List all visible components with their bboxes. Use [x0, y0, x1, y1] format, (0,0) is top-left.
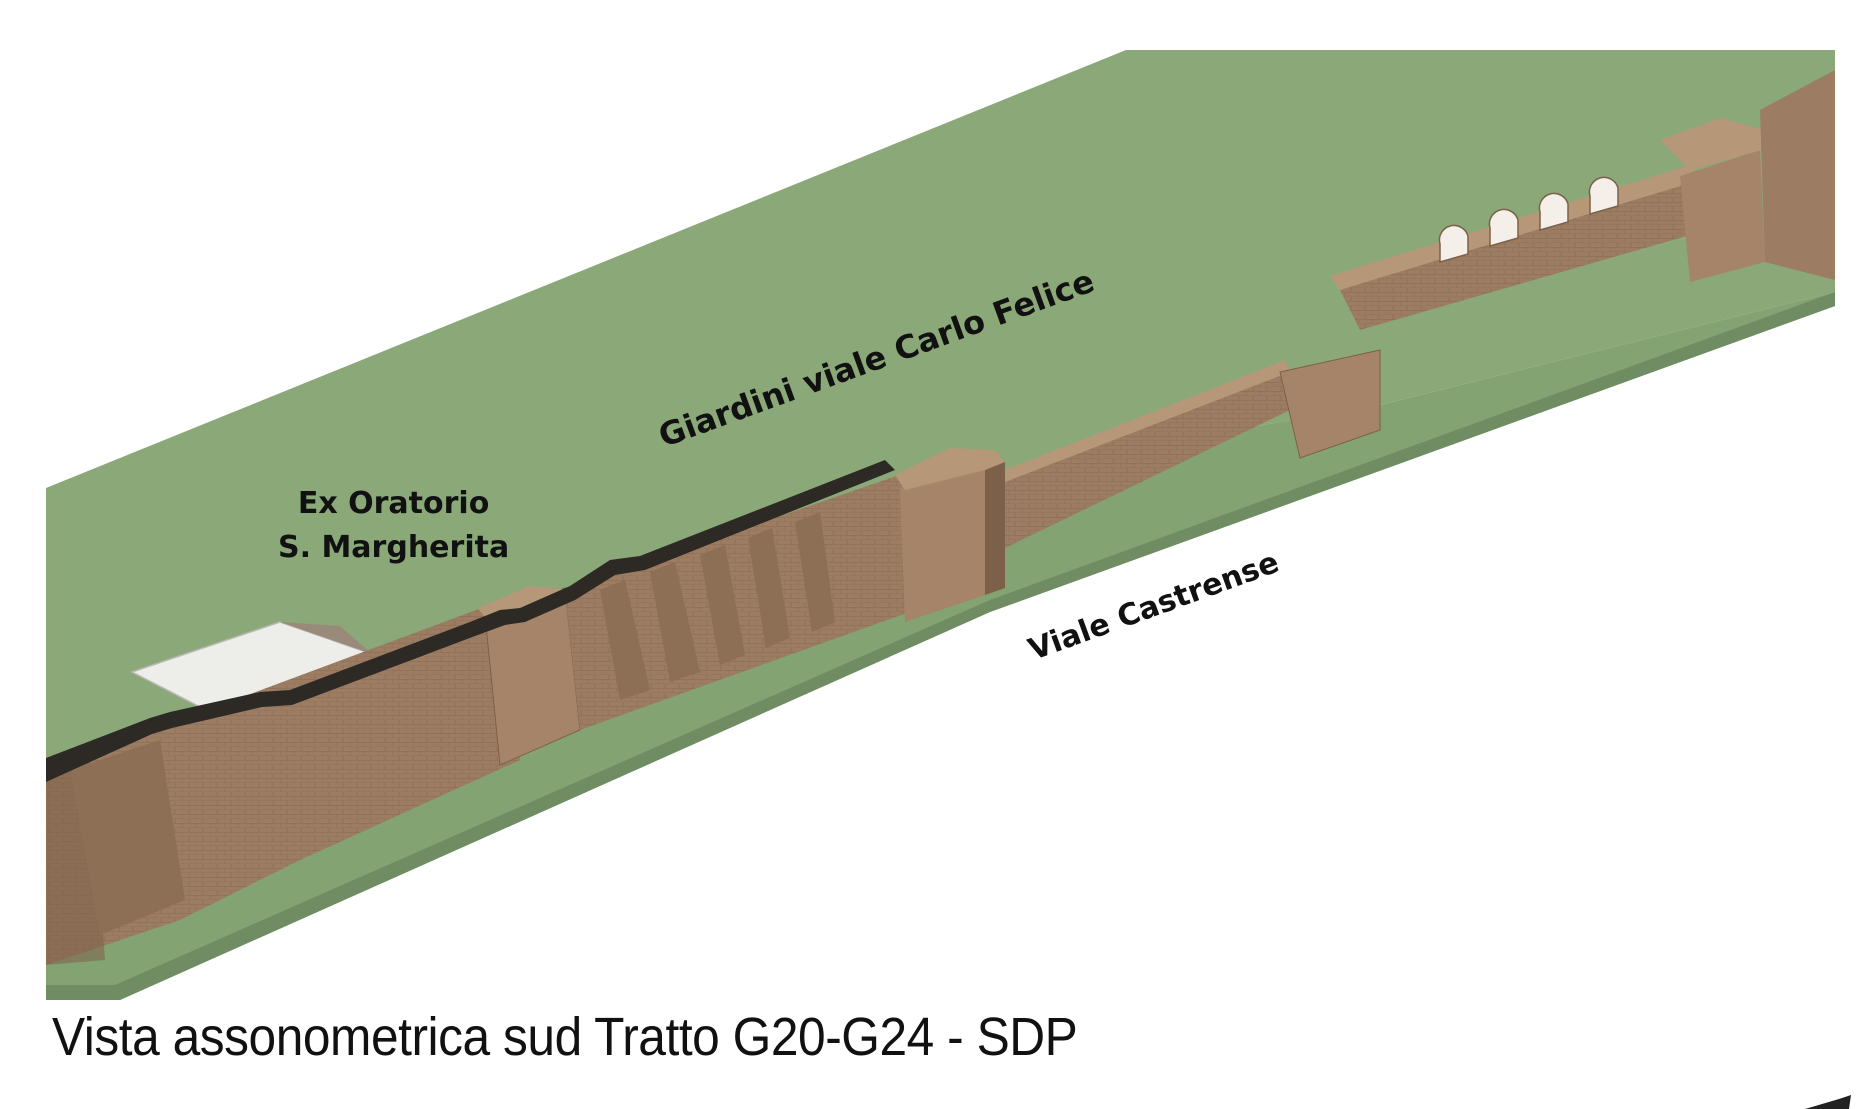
ex-oratorio-label-line2: S. Margherita — [278, 530, 510, 565]
wall-middle-face — [565, 468, 920, 730]
oratorio-roof — [280, 622, 372, 654]
wall-far-east-face — [1340, 180, 1690, 330]
figure-caption: Vista assonometrica sud Tratto G20-G24 -… — [52, 1007, 1078, 1067]
arcade-arches — [1438, 176, 1619, 263]
buttresses — [600, 512, 835, 700]
central-tower-side — [985, 455, 1005, 595]
far-east-tower — [1680, 150, 1765, 282]
ex-oratorio-label: Ex Oratorio S. Margherita — [278, 482, 509, 570]
north-arrow-icon — [1805, 1095, 1851, 1109]
wall-east-face — [1005, 370, 1290, 548]
east-small-tower — [1279, 349, 1381, 459]
far-east-wall-end — [1760, 70, 1835, 280]
far-east-tower-top — [1660, 118, 1765, 170]
west-bastion — [70, 740, 185, 935]
wall-walkway — [46, 460, 895, 782]
ex-oratorio-label-line1: Ex Oratorio — [297, 486, 490, 521]
wall-east-top — [1005, 360, 1290, 482]
central-tower — [900, 455, 985, 622]
central-tower-top — [895, 448, 1005, 490]
axonometric-wall-drawing — [46, 50, 1835, 1000]
terrain-edge — [46, 292, 1835, 1000]
